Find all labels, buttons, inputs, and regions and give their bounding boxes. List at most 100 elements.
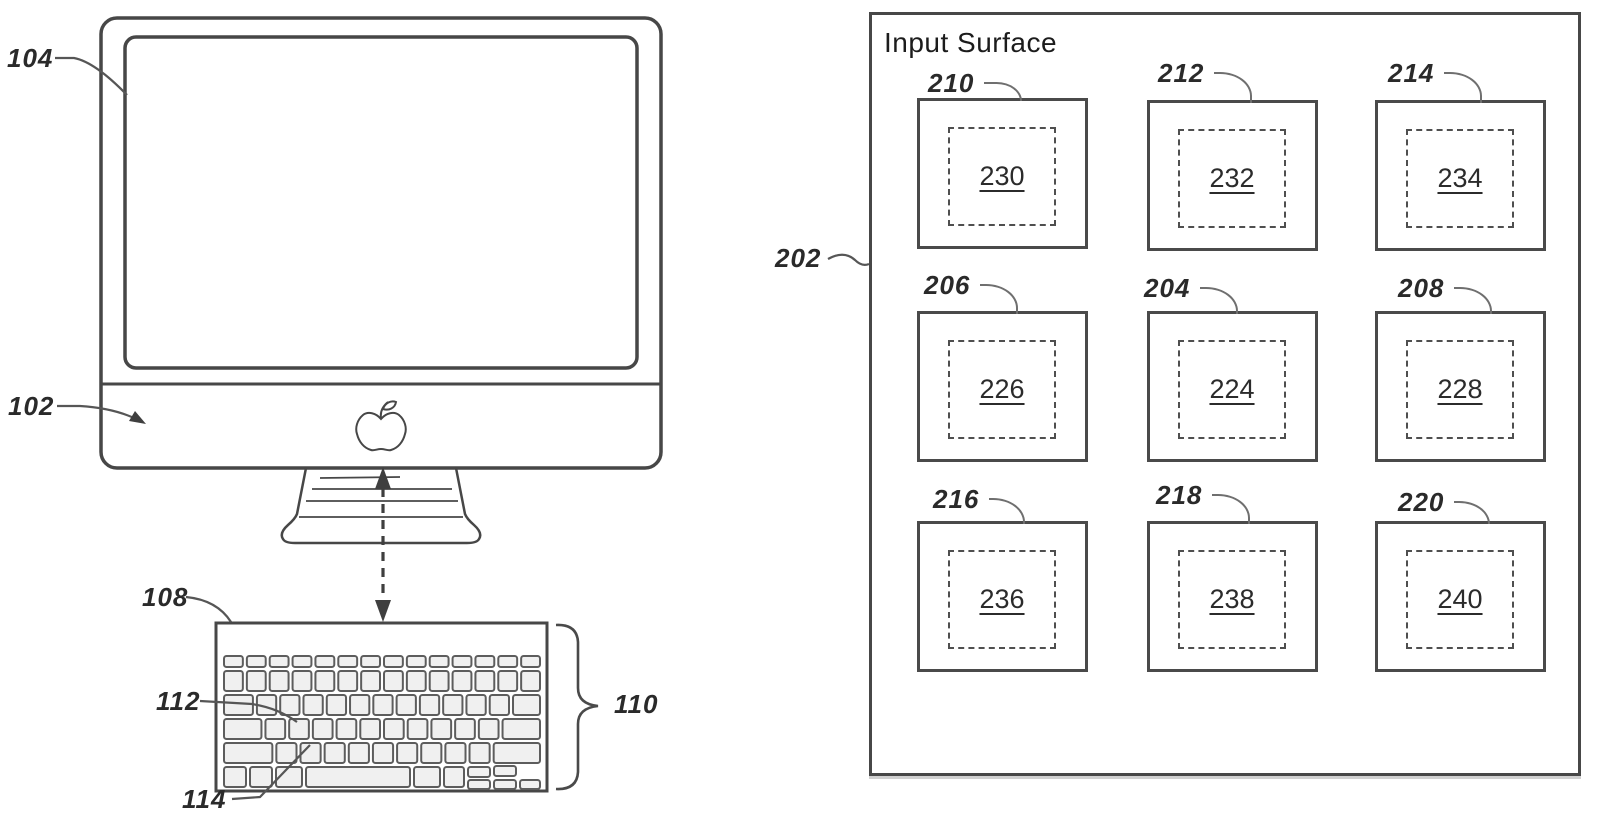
cell-dashed-region: 234: [1406, 129, 1514, 228]
cell-inner-label: 226: [979, 374, 1025, 404]
keyboard-key: [223, 694, 254, 716]
keyboard-key: [223, 718, 263, 740]
cell-dashed-region: 228: [1406, 340, 1514, 439]
cell-ref-label: 204: [1144, 273, 1191, 303]
keyboard-keys: [223, 655, 542, 790]
cell-inner-label: 238: [1209, 584, 1255, 614]
keyboard-key: [512, 694, 542, 716]
cell-dashed-region: 240: [1406, 550, 1514, 649]
leader-108: [185, 595, 232, 623]
input-cell: 210 230: [917, 70, 1088, 249]
cell-ref-label: 216: [933, 484, 980, 514]
connection-arrow: [375, 467, 391, 622]
keyboard-key: [413, 766, 441, 788]
keyboard-brace: [555, 623, 599, 791]
stand-detail-line: [319, 476, 401, 479]
cell-inner-label: 224: [1209, 374, 1255, 404]
keyboard-key: [396, 742, 419, 764]
keyboard-key: [223, 655, 244, 668]
leader-lines: [55, 56, 870, 801]
input-cell: 220 240: [1375, 489, 1546, 672]
keyboard-key: [493, 765, 517, 777]
keyboard-key: [451, 655, 473, 668]
keyboard-key: [325, 694, 348, 716]
ref-label-202: 202: [775, 243, 822, 273]
cell-inner-label: 234: [1437, 163, 1483, 193]
ref-label-114: 114: [182, 784, 227, 814]
keyboard-key: [477, 718, 500, 740]
keyboard-key: [405, 655, 427, 668]
input-cell: 204 224: [1144, 275, 1318, 462]
keyboard-key: [493, 779, 517, 790]
apple-logo-icon: [355, 400, 407, 452]
cell-ref-label: 212: [1158, 58, 1205, 88]
cell-ref-label: 220: [1398, 487, 1445, 517]
cell-leader-curve: [1454, 287, 1492, 314]
keyboard-key: [337, 655, 359, 668]
arrow-down-head: [375, 600, 391, 622]
cell-leader-curve: [984, 82, 1022, 101]
cell-leader-curve: [1444, 72, 1482, 103]
keyboard-key: [268, 655, 290, 668]
keyboard-key: [428, 655, 450, 668]
cell-dashed-region: 238: [1178, 550, 1286, 649]
cell-inner-label: 240: [1437, 584, 1483, 614]
cell-dashed-region: 226: [948, 340, 1056, 439]
cell-inner-label: 232: [1209, 163, 1255, 193]
keyboard-key: [395, 694, 417, 716]
cell-inner-label: 230: [979, 161, 1025, 191]
keyboard-key: [314, 670, 336, 692]
keyboard-key: [430, 718, 453, 740]
keyboard-key: [299, 742, 322, 764]
keyboard-key: [474, 670, 496, 692]
keyboard-key: [420, 742, 443, 764]
keyboard-key: [474, 655, 496, 668]
cell-inner-label: 228: [1437, 374, 1483, 404]
keyboard-key: [347, 742, 370, 764]
keyboard-key: [371, 742, 395, 764]
ref-label-112: 112: [156, 686, 201, 716]
ref-label-110: 110: [614, 689, 659, 719]
keyboard-key: [405, 670, 427, 692]
keyboard-key: [349, 694, 371, 716]
keyboard-key: [291, 670, 313, 692]
ref-label-108: 108: [142, 582, 189, 612]
keyboard-key: [275, 742, 298, 764]
keyboard-key: [223, 742, 274, 764]
cell-leader-curve: [989, 498, 1025, 524]
monitor: [99, 16, 663, 545]
input-cell: 214 234: [1375, 60, 1546, 251]
keyboard-key: [383, 670, 404, 692]
keyboard-key: [497, 655, 519, 668]
keyboard-key: [279, 694, 301, 716]
cell-dashed-region: 224: [1178, 340, 1286, 439]
keyboard-key: [302, 694, 324, 716]
keyboard-key: [418, 694, 441, 716]
cell-leader-curve: [1214, 72, 1252, 103]
cell-dashed-region: 236: [948, 550, 1056, 649]
keyboard-key: [454, 718, 476, 740]
keyboard-key: [468, 742, 491, 764]
input-cell: 216 236: [917, 486, 1088, 672]
screen-outline: [123, 35, 639, 370]
leader-202: [827, 253, 870, 266]
input-cell: 212 232: [1147, 60, 1318, 251]
cell-leader-curve: [1454, 501, 1490, 524]
cell-dashed-region: 230: [948, 127, 1056, 226]
keyboard-key: [520, 655, 542, 668]
keyboard-key: [497, 670, 519, 692]
keyboard-key: [520, 670, 542, 692]
keyboard-key: [323, 742, 346, 764]
cell-dashed-region: 232: [1178, 129, 1286, 228]
keyboard-key: [249, 766, 273, 788]
cell-ref-label: 218: [1156, 480, 1203, 510]
leader-114: [231, 744, 311, 801]
input-cell: 218 238: [1147, 482, 1318, 672]
cell-ref-label: 214: [1388, 58, 1435, 88]
keyboard-key: [492, 742, 542, 764]
cell-inner-label: 236: [979, 584, 1025, 614]
input-cell: 208 228: [1375, 275, 1546, 462]
keyboard-key: [501, 718, 541, 740]
